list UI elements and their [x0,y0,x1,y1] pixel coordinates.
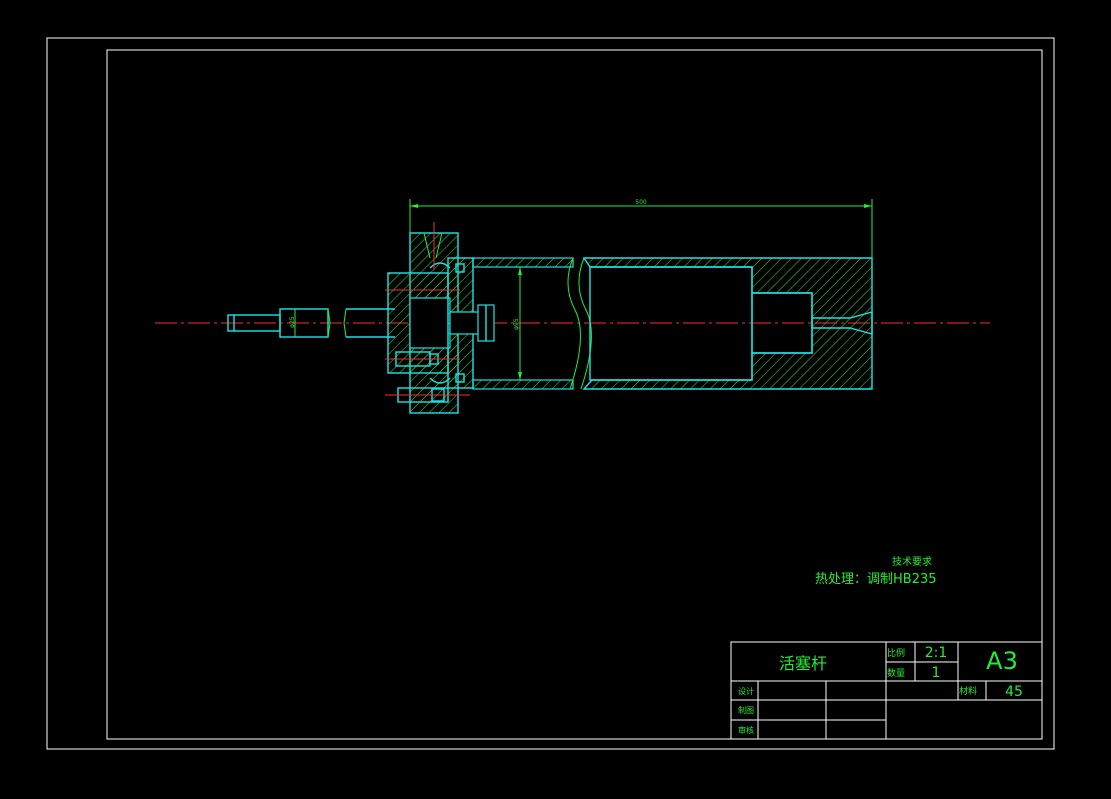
tech-requirements-title: 技术要求 [892,555,932,568]
draw-label: 制图 [738,705,754,715]
piston-rod: φ25 [227,308,395,338]
quantity-value: 1 [932,665,941,681]
bore-diameter-text: φ95 [513,318,520,330]
title-block: 活塞杆 比例 2:1 数量 1 A3 材料 45 设计 制图 审核 [730,641,1043,740]
rod-diameter-text: φ25 [289,316,296,328]
length-dimension: 500 [409,199,873,258]
heat-treatment-note: 热处理：调制HB235 [815,572,937,587]
outer-frame [46,37,1055,750]
part-name: 活塞杆 [779,654,827,673]
length-dimension-text: 500 [635,199,647,206]
inner-frame [106,49,1043,740]
cylinder-body: φ95 [472,257,873,390]
review-label: 审核 [738,725,754,735]
material-value: 45 [1005,684,1023,700]
end-cap-assembly [385,222,495,414]
design-label: 设计 [738,686,754,696]
scale-value: 2:1 [925,645,948,661]
quantity-label: 数量 [887,667,905,679]
scale-label: 比例 [887,647,905,659]
material-label: 材料 [959,685,977,697]
sheet-size: A3 [986,647,1018,675]
